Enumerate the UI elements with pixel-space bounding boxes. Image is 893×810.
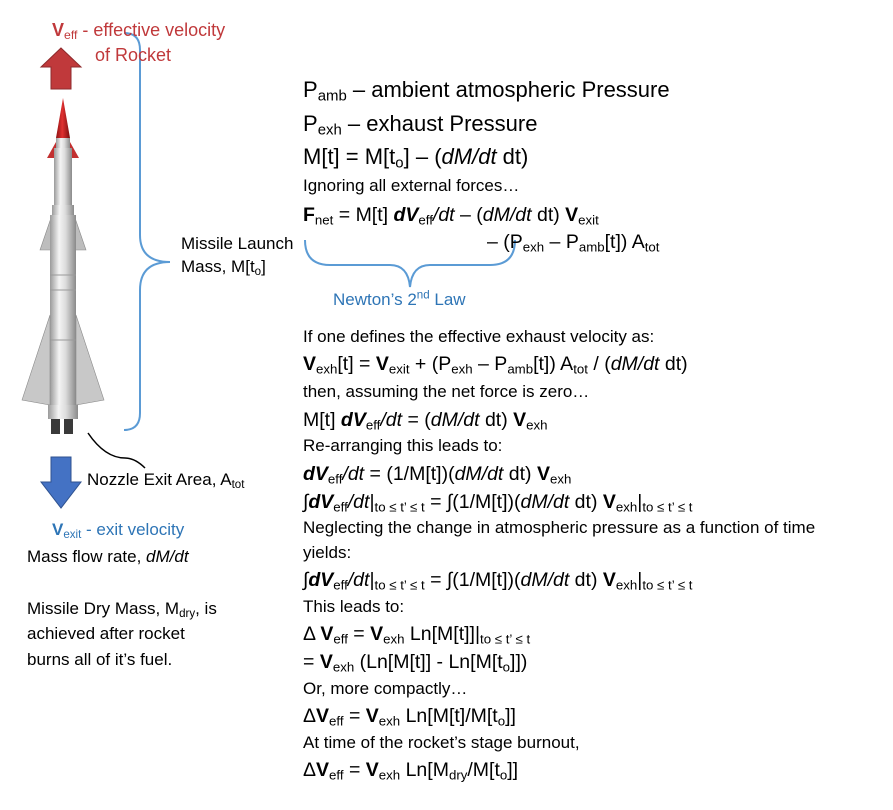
vexit-label: Vexit - exit velocity <box>52 520 185 541</box>
up-arrow-icon <box>39 47 83 90</box>
launch-mass-brace <box>123 32 171 431</box>
then-text: then, assuming the net force is zero… <box>303 382 590 401</box>
compact-text: Or, more compactly… <box>303 679 468 698</box>
newton-label: Newton’s 2nd Law <box>333 289 466 309</box>
fnet-equation-line2: – (Pexh – Pamb[t]) Atot <box>487 231 660 255</box>
integral-equation-2: ∫dVeff/dt|to ≤ t’ ≤ t = ∫(1/M[t])(dM/dt … <box>303 569 693 593</box>
define-text: If one defines the effective exhaust vel… <box>303 327 655 346</box>
rearranged-equation: dVeff/dt = (1/M[t])(dM/dt dt) Vexh <box>303 463 572 487</box>
veff-label-line2: of Rocket <box>95 45 172 65</box>
fnet-equation: Fnet = M[t] dVeff/dt – (dM/dt dt) Vexit <box>303 204 599 228</box>
vexh-definition: Vexh[t] = Vexit + (Pexh – Pamb[t]) Atot … <box>303 353 688 377</box>
ignoring-text: Ignoring all external forces… <box>303 176 520 195</box>
pexh-def: Pexh – exhaust Pressure <box>303 111 538 139</box>
delta-v-equation-2: = Vexh (Ln[M[t]] - Ln[M[to]]) <box>303 651 528 675</box>
down-arrow-icon <box>39 456 83 509</box>
neglect-text-1: Neglecting the change in atmospheric pre… <box>303 518 816 537</box>
rocket-image <box>21 98 105 434</box>
dry-mass-line2: achieved after rocket <box>27 624 185 643</box>
mass-equation: M[t] = M[to] – (dM/dt dt) <box>303 144 529 172</box>
dry-mass-line3: burns all of it’s fuel. <box>27 650 173 669</box>
pamb-def: Pamb – ambient atmospheric Pressure <box>303 77 670 105</box>
leads-text: This leads to: <box>303 597 405 616</box>
burnout-text: At time of the rocket’s stage burnout, <box>303 733 580 752</box>
integral-equation-1: ∫dVeff/dt|to ≤ t’ ≤ t = ∫(1/M[t])(dM/dt … <box>303 491 693 515</box>
delta-v-equation-4: ΔVeff = Vexh Ln[Mdry/M[to]] <box>303 759 519 783</box>
delta-v-equation-1: Δ Veff = Vexh Ln[M[t]]|to ≤ t’ ≤ t <box>303 623 531 647</box>
launch-mass-label-2: Mass, M[to] <box>181 257 266 278</box>
delta-v-equation-3: ΔVeff = Vexh Ln[M[t]/M[to]] <box>303 705 516 729</box>
newton-brace <box>304 239 516 288</box>
rearrange-text: Re-arranging this leads to: <box>303 436 503 455</box>
launch-mass-label-1: Missile Launch <box>181 234 294 253</box>
nozzle-callout-line <box>87 432 146 469</box>
neglect-text-2: yields: <box>303 543 352 562</box>
mass-flow-label: Mass flow rate, dM/dt <box>27 547 189 566</box>
veff-label: Veff - effective velocity <box>52 20 226 43</box>
force-zero-equation: M[t] dVeff/dt = (dM/dt dt) Vexh <box>303 409 548 433</box>
veff-symbol: V <box>52 20 65 40</box>
nozzle-label: Nozzle Exit Area, Atot <box>87 470 245 491</box>
dry-mass-line1: Missile Dry Mass, Mdry, is <box>27 599 217 620</box>
